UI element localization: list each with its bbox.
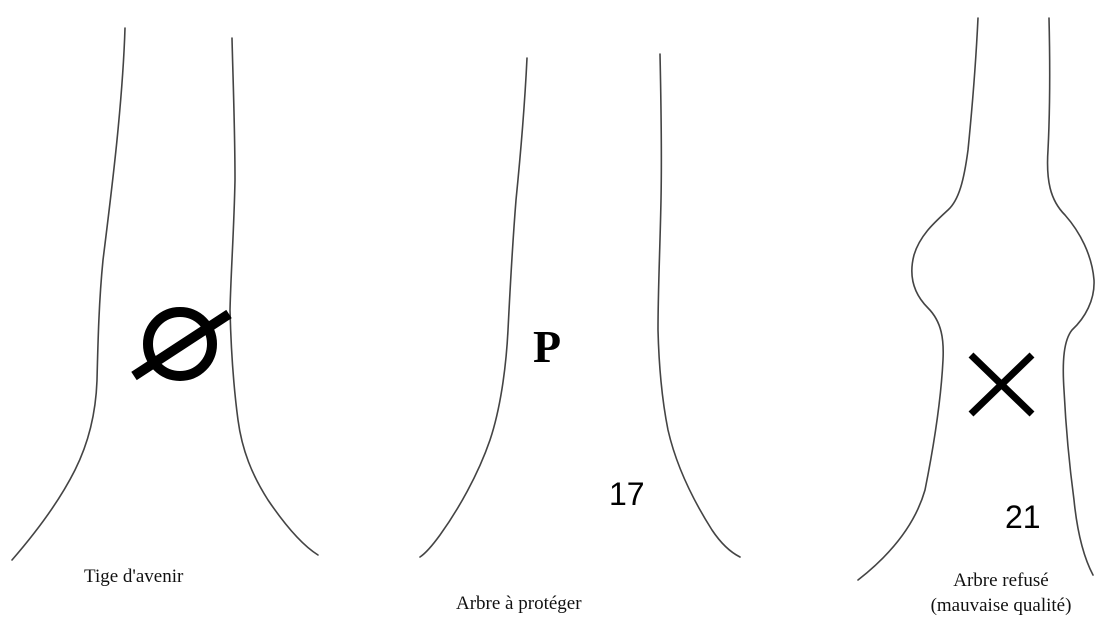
caption-refused-tree-line1: Arbre refusé xyxy=(953,570,1048,591)
caption-protected-tree: Arbre à protéger xyxy=(456,593,582,614)
cross-icon xyxy=(968,352,1035,417)
tree-refused: 21 Arbre refusé (mauvaise qualité) xyxy=(857,17,1095,616)
tree-future-stem: Tige d'avenir xyxy=(11,27,319,587)
trunk-left-outline xyxy=(857,17,979,581)
tree-number-label: 21 xyxy=(1005,499,1041,535)
trunk-left-outline xyxy=(11,27,126,561)
trunk-right-outline xyxy=(229,37,319,556)
diameter-symbol-icon xyxy=(131,307,232,381)
trunk-right-outline xyxy=(1046,17,1095,576)
tree-protected: P 17 Arbre à protéger xyxy=(419,53,741,614)
tree-number-label: 17 xyxy=(609,476,645,512)
trunk-right-outline xyxy=(657,53,741,558)
trunk-left-outline xyxy=(419,57,528,558)
protected-marking-letter: P xyxy=(533,321,561,372)
caption-future-stem: Tige d'avenir xyxy=(84,566,184,587)
caption-refused-tree-line2: (mauvaise qualité) xyxy=(931,595,1072,616)
